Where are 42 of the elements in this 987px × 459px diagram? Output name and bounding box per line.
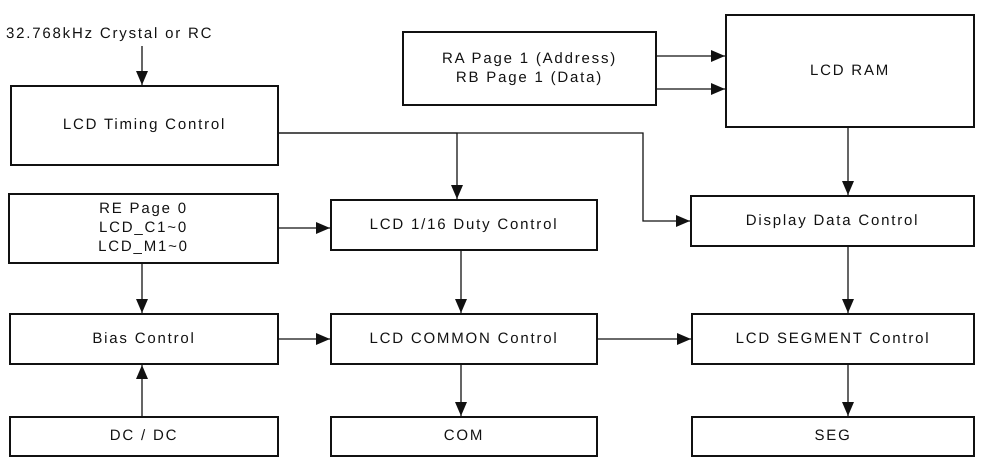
block-label: DC / DC (110, 427, 178, 446)
block-box (691, 313, 975, 365)
block-label: LCD_M1~0 (98, 238, 189, 257)
block-label: LCD Timing Control (62, 116, 226, 135)
block-box (725, 14, 975, 128)
block-box (330, 416, 598, 457)
arrow (657, 83, 725, 95)
block-label: RE Page 0 (99, 200, 188, 220)
block-box (402, 31, 657, 106)
arrow (279, 132, 690, 227)
block-box (690, 195, 975, 247)
block-box (330, 199, 598, 251)
arrow (279, 222, 330, 234)
arrow (842, 365, 854, 416)
block-label: COM (444, 427, 484, 446)
block-label: LCD COMMON Control (369, 330, 559, 348)
block-box (10, 85, 279, 166)
block-box (9, 416, 279, 457)
block-label: LCD SEGMENT Control (736, 330, 930, 348)
arrow (136, 365, 148, 416)
block-label: SEG (814, 427, 852, 446)
block-box (9, 313, 279, 365)
block-label: LCD 1/16 Duty Control (370, 216, 558, 234)
input-label: 32.768kHz Crystal or RC (6, 24, 214, 44)
arrow (136, 46, 148, 85)
block-label: Bias Control (92, 330, 196, 348)
arrow (136, 264, 148, 313)
arrow (455, 365, 467, 416)
arrow (842, 247, 854, 313)
arrow (598, 333, 691, 345)
arrow (279, 333, 330, 345)
block-label: RB Page 1 (Data) (456, 68, 604, 88)
block-box (330, 313, 598, 365)
block-box (8, 193, 279, 264)
block-label: LCD RAM (810, 62, 890, 80)
block-label: RA Page 1 (Address) (442, 50, 618, 68)
block-label: Display Data Control (746, 212, 920, 230)
block-label: LCD_C1~0 (98, 219, 188, 238)
arrow (842, 128, 854, 195)
arrow (657, 50, 725, 62)
block-box (691, 416, 975, 457)
arrow (455, 251, 467, 313)
